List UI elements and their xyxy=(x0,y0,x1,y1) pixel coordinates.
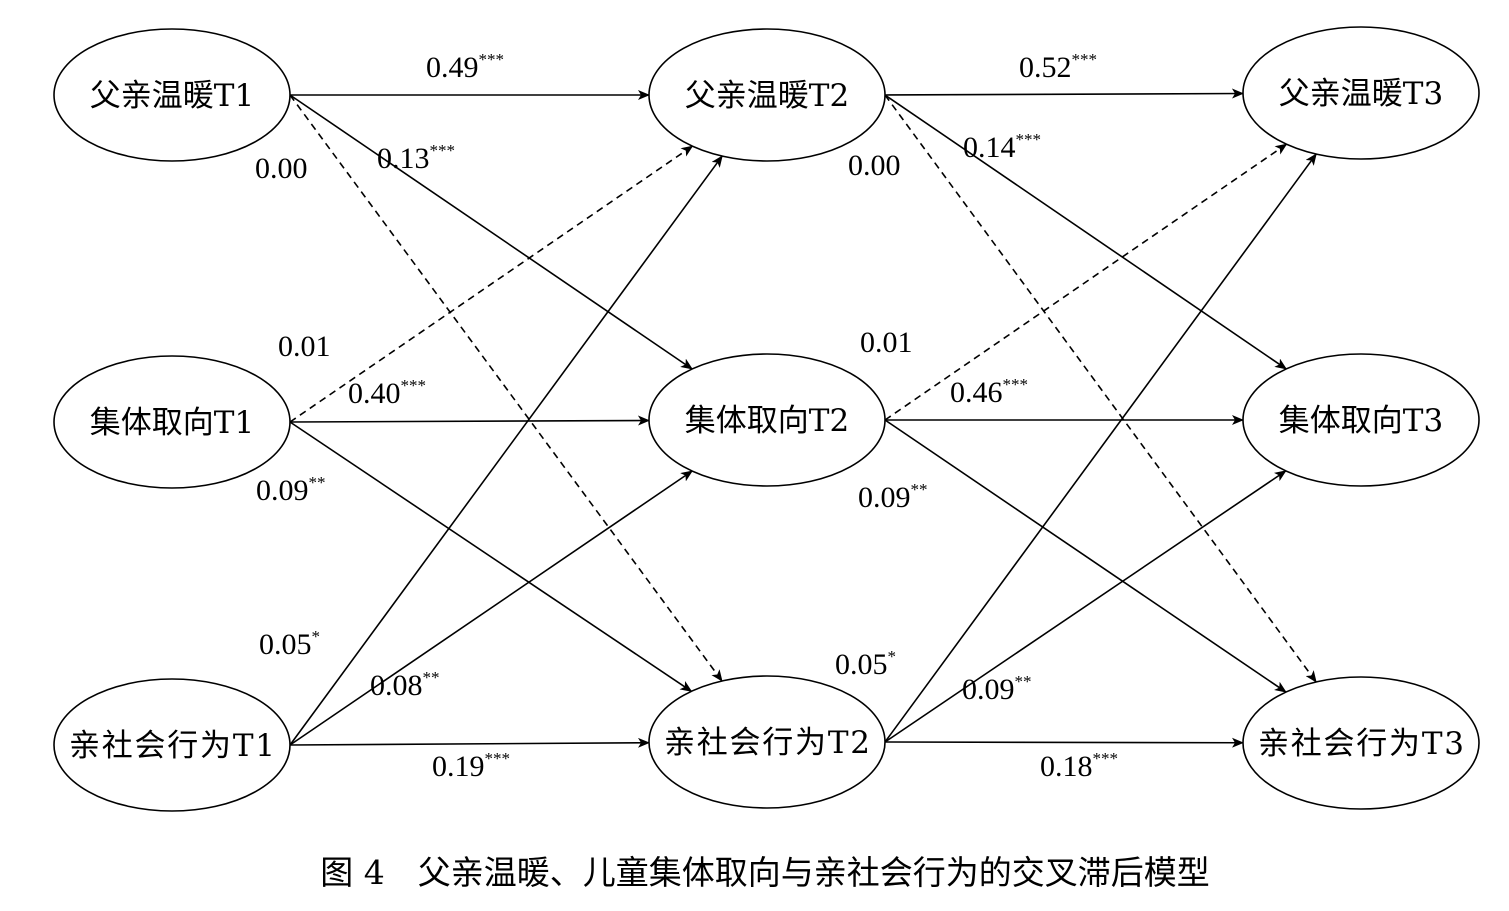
coefficient-value: 0.08 xyxy=(370,669,423,702)
node-label: 父亲温暖T2 xyxy=(685,78,849,114)
node-ellipse xyxy=(53,678,291,812)
dashed-path-arrow-warmth_t1-to-prosocial_t2 xyxy=(289,94,723,682)
coefficient-value: 0.05 xyxy=(835,648,888,681)
path-arrow-prosocial_t1-to-collect_t2 xyxy=(289,470,693,746)
coefficient-value: 0.52 xyxy=(1019,51,1072,84)
significance-stars: *** xyxy=(1003,375,1029,394)
node-ellipse xyxy=(648,353,886,487)
coefficient-value: 0.14 xyxy=(963,131,1016,164)
path-arrow-collect_t1-to-prosocial_t2 xyxy=(289,421,693,692)
edges xyxy=(289,88,1317,748)
path-arrow-prosocial_t1-to-prosocial_t2 xyxy=(289,737,651,748)
node-ellipse xyxy=(648,28,886,162)
nodes: 父亲温暖T1 集体取向T1 亲社会行为T1 父亲温暖T2 集体取向T2 亲社会行为T2 父亲… xyxy=(53,26,1480,812)
node-collect_t1: 集体取向T1 xyxy=(53,355,291,489)
node-label: 父亲温暖T1 xyxy=(90,78,254,114)
significance-stars: *** xyxy=(430,141,456,160)
significance-stars: *** xyxy=(479,50,505,69)
node-label: 集体取向T1 xyxy=(90,405,254,441)
node-ellipse xyxy=(53,355,291,489)
path-arrow-warmth_t2-to-warmth_t3 xyxy=(884,88,1245,99)
path-arrow-collect_t1-to-collect_t2 xyxy=(289,415,651,426)
path-arrow-warmth_t2-to-collect_t3 xyxy=(884,94,1288,370)
path-coefficient-label: 0.46*** xyxy=(950,375,1028,409)
node-ellipse xyxy=(1242,26,1480,160)
path-coefficient-label: 0.09** xyxy=(962,672,1032,706)
significance-stars: *** xyxy=(1016,130,1042,149)
node-warmth_t2: 父亲温暖T2 xyxy=(648,28,886,162)
path-coefficient-label: 0.13*** xyxy=(377,141,455,175)
node-label: 父亲温暖T3 xyxy=(1279,76,1443,112)
node-collect_t2: 集体取向T2 xyxy=(648,353,886,487)
coefficient-value: 0.09 xyxy=(858,481,911,514)
path-coefficient-label: 0.18*** xyxy=(1040,749,1118,783)
path-coefficient-label: 0.08** xyxy=(370,668,440,702)
path-coefficient-label: 0.05* xyxy=(835,647,896,681)
significance-stars: *** xyxy=(401,376,427,395)
significance-stars: *** xyxy=(1093,749,1119,768)
path-arrow-prosocial_t2-to-collect_t3 xyxy=(884,470,1287,743)
coefficient-value: 0.00 xyxy=(848,149,901,182)
coefficient-value: 0.46 xyxy=(950,376,1003,409)
node-ellipse xyxy=(648,675,886,809)
path-coefficient-label: 0.09** xyxy=(858,480,928,514)
significance-stars: *** xyxy=(1072,50,1098,69)
coefficient-value: 0.18 xyxy=(1040,750,1093,783)
node-warmth_t3: 父亲温暖T3 xyxy=(1242,26,1480,160)
coefficient-value: 0.05 xyxy=(259,628,312,661)
significance-stars: *** xyxy=(485,749,511,768)
path-coefficient-label: 0.01 xyxy=(860,326,913,359)
path-arrow-warmth_t1-to-collect_t2 xyxy=(289,94,693,370)
coefficient-value: 0.49 xyxy=(426,51,479,84)
node-ellipse xyxy=(1242,353,1480,487)
node-label: 亲社会行为T3 xyxy=(1258,726,1464,762)
significance-stars: ** xyxy=(423,668,440,687)
significance-stars: ** xyxy=(309,473,326,492)
coefficient-labels: 0.49***0.13***0.000.010.40***0.09**0.05*… xyxy=(255,50,1118,783)
significance-stars: ** xyxy=(1015,672,1032,691)
path-coefficient-label: 0.01 xyxy=(278,330,331,363)
coefficient-value: 0.09 xyxy=(256,474,309,507)
significance-stars: * xyxy=(312,627,321,646)
path-coefficient-label: 0.00 xyxy=(848,149,901,182)
node-label: 亲社会行为T1 xyxy=(69,728,275,764)
node-warmth_t1: 父亲温暖T1 xyxy=(53,28,291,162)
coefficient-value: 0.40 xyxy=(348,377,401,410)
node-ellipse xyxy=(53,28,291,162)
path-coefficient-label: 0.19*** xyxy=(432,749,510,783)
coefficient-value: 0.19 xyxy=(432,750,485,783)
coefficient-value: 0.00 xyxy=(255,152,308,185)
path-arrow-collect_t2-to-prosocial_t3 xyxy=(884,419,1287,693)
coefficient-value: 0.09 xyxy=(962,673,1015,706)
dashed-path-arrow-collect_t1-to-warmth_t2 xyxy=(289,145,694,423)
dashed-path-arrow-warmth_t2-to-prosocial_t3 xyxy=(884,94,1317,683)
path-coefficient-label: 0.14*** xyxy=(963,130,1041,164)
path-coefficient-label: 0.40*** xyxy=(348,376,426,410)
node-prosocial_t3: 亲社会行为T3 xyxy=(1242,676,1480,810)
path-coefficient-label: 0.00 xyxy=(255,152,308,185)
coefficient-value: 0.13 xyxy=(377,142,430,175)
figure-caption: 图 4 父亲温暖、儿童集体取向与亲社会行为的交叉滞后模型 xyxy=(320,853,1210,892)
node-prosocial_t2: 亲社会行为T2 xyxy=(648,675,886,809)
node-prosocial_t1: 亲社会行为T1 xyxy=(53,678,291,812)
node-collect_t3: 集体取向T3 xyxy=(1242,353,1480,487)
coefficient-value: 0.01 xyxy=(860,326,913,359)
path-arrow-prosocial_t1-to-warmth_t2 xyxy=(289,155,723,746)
path-coefficient-label: 0.52*** xyxy=(1019,50,1097,84)
significance-stars: ** xyxy=(911,480,928,499)
path-coefficient-label: 0.05* xyxy=(259,627,320,661)
significance-stars: * xyxy=(888,647,897,666)
path-coefficient-label: 0.09** xyxy=(256,473,326,507)
coefficient-value: 0.01 xyxy=(278,330,331,363)
dashed-path-arrow-collect_t2-to-warmth_t3 xyxy=(884,143,1288,421)
path-arrow-prosocial_t2-to-prosocial_t3 xyxy=(884,737,1245,748)
node-ellipse xyxy=(1242,676,1480,810)
path-coefficient-label: 0.49*** xyxy=(426,50,504,84)
path-arrow-prosocial_t2-to-warmth_t3 xyxy=(884,153,1317,743)
node-label: 集体取向T2 xyxy=(685,403,849,439)
node-label: 集体取向T3 xyxy=(1279,403,1443,439)
node-label: 亲社会行为T2 xyxy=(664,725,870,761)
